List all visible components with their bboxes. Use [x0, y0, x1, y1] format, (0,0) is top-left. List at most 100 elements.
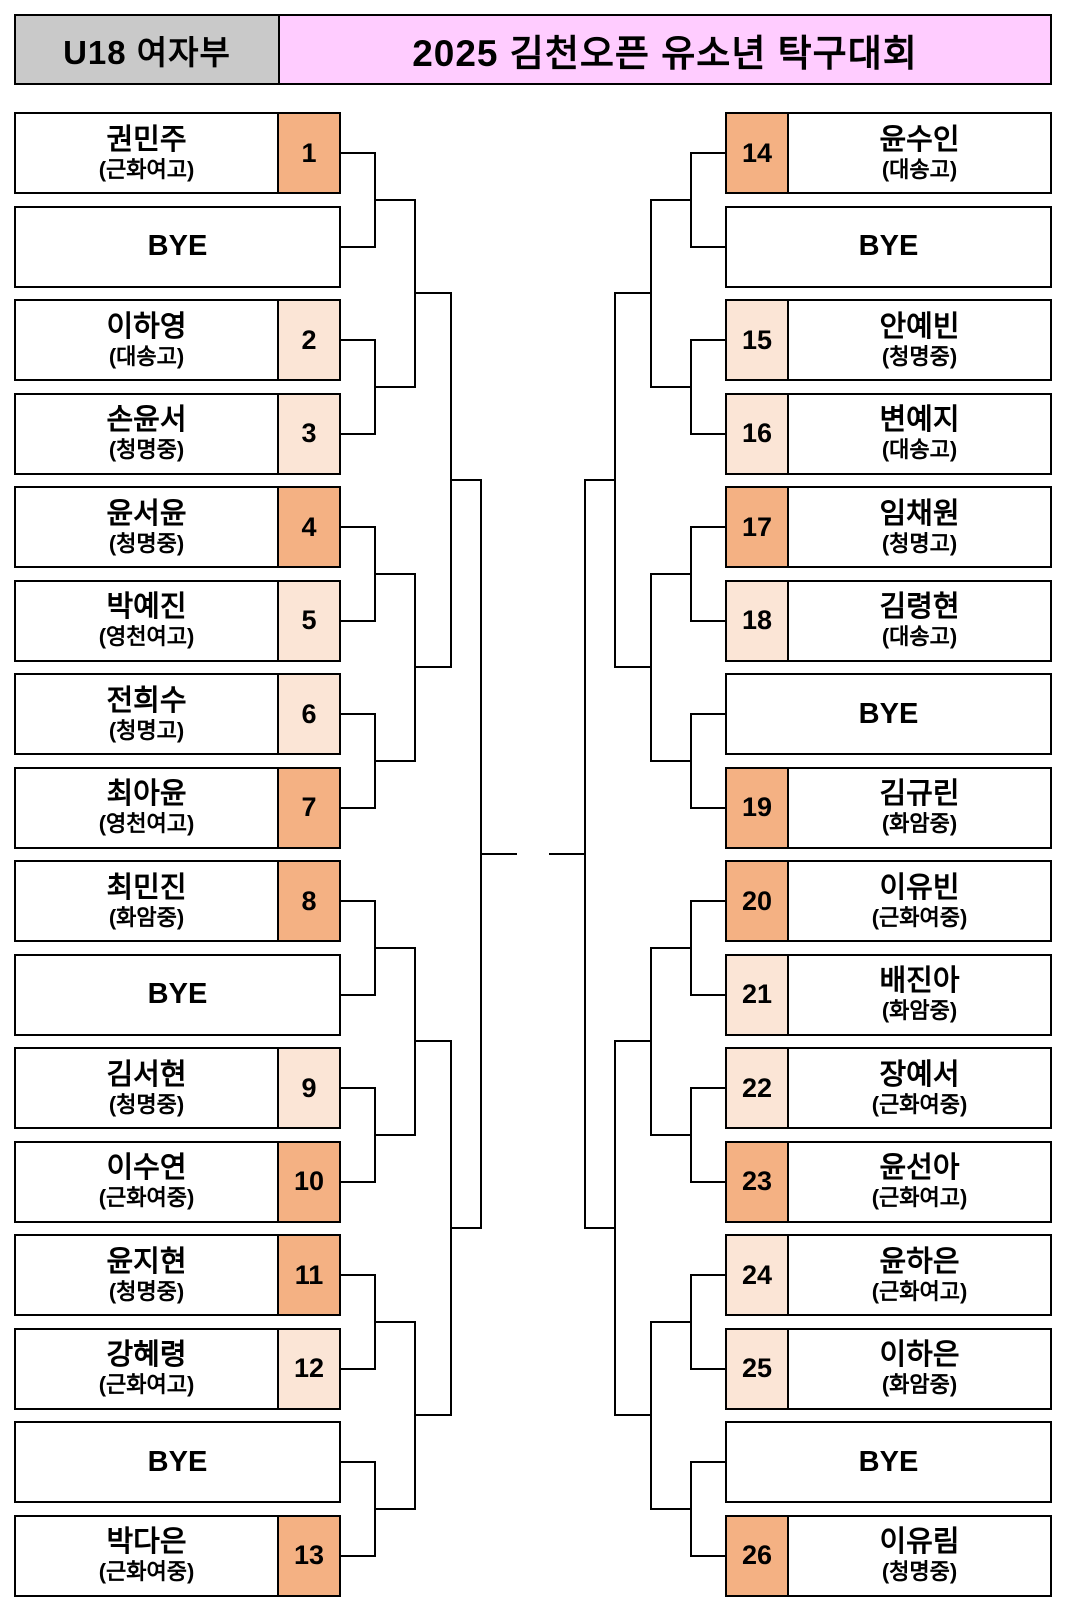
- player-name: 이하영: [106, 310, 187, 343]
- seed-cell: 24: [727, 1236, 789, 1314]
- player-school: (대송고): [881, 156, 958, 182]
- player-school: (청명중): [108, 437, 185, 462]
- seed-cell: 22: [727, 1049, 789, 1127]
- slot-text: 이유림(청명중): [789, 1517, 1050, 1595]
- seed-cell: 11: [277, 1236, 339, 1314]
- player-school: (근화여중): [871, 904, 968, 930]
- seed-cell: 16: [727, 394, 789, 473]
- connector-line: [690, 245, 726, 248]
- seed-cell: 5: [277, 581, 339, 660]
- player-school: (대송고): [108, 343, 185, 369]
- bye-label: BYE: [858, 697, 919, 730]
- connector-line: [374, 1507, 416, 1510]
- slot-text: 윤지현(청명중): [16, 1236, 277, 1314]
- connector-line: [340, 245, 376, 248]
- bye-label: BYE: [147, 1445, 208, 1478]
- seed-cell: 20: [727, 862, 789, 940]
- connector-line: [340, 993, 376, 996]
- player-box: 22 장예서(근화여중): [725, 1047, 1052, 1129]
- connector-line: [690, 1461, 726, 1463]
- seed-cell: 10: [277, 1142, 339, 1221]
- connector-line: [340, 900, 376, 902]
- connector-line: [340, 432, 376, 435]
- slot-text: 윤하은(근화여고): [789, 1236, 1050, 1314]
- seed-cell: 6: [277, 675, 339, 753]
- player-school: (청명중): [108, 1278, 185, 1304]
- player-name: 박예진: [106, 591, 187, 623]
- slot-text: 전희수(청명고): [16, 675, 277, 753]
- connector-line: [340, 1554, 376, 1557]
- bye-box: BYE: [14, 1421, 341, 1503]
- connector-line: [340, 152, 376, 154]
- slot-text: 최민진(화암중): [16, 862, 277, 940]
- seed-cell: 26: [727, 1516, 789, 1595]
- player-school: (영천여고): [98, 624, 195, 649]
- player-name: 윤서윤: [106, 497, 187, 530]
- player-name: 배진아: [879, 965, 960, 997]
- division-label: U18 여자부: [16, 16, 280, 83]
- connector-line: [650, 1320, 692, 1323]
- slot-text: 최아윤(영천여고): [16, 769, 277, 847]
- player-school: (영천여고): [98, 811, 195, 836]
- connector-line: [340, 1180, 376, 1183]
- connector-line: [414, 292, 452, 295]
- slot-text: 배진아(화암중): [789, 956, 1050, 1034]
- slot-text: 이하영(대송고): [16, 301, 277, 379]
- slot-text: 박예진(영천여고): [16, 582, 277, 660]
- connector-line: [690, 1554, 726, 1557]
- connector-line: [690, 619, 726, 622]
- slot-text: BYE: [727, 675, 1050, 753]
- player-name: 강혜령: [106, 1339, 187, 1371]
- connector-line: [374, 572, 416, 575]
- connector-line: [690, 1180, 726, 1183]
- player-name: 이유림: [879, 1526, 960, 1558]
- connector-line: [690, 713, 726, 715]
- slot-text: 강혜령(근화여고): [16, 1330, 277, 1408]
- player-school: (근화여고): [98, 1372, 195, 1397]
- connector-line: [480, 853, 517, 856]
- player-name: 박다은: [106, 1526, 187, 1558]
- seed-cell: 7: [277, 768, 339, 847]
- bye-box: BYE: [14, 953, 341, 1036]
- connector-line: [690, 1367, 726, 1370]
- player-name: 이유빈: [879, 871, 960, 904]
- seed-cell: 17: [727, 488, 789, 566]
- seed-cell: 12: [277, 1329, 339, 1408]
- connector-line: [340, 1461, 376, 1463]
- connector-line: [690, 993, 726, 996]
- connector-line: [414, 1040, 452, 1043]
- player-name: 장예서: [879, 1058, 960, 1091]
- connector-line: [690, 152, 726, 154]
- seed-cell: 3: [277, 394, 339, 473]
- tournament-title: 2025 김천오픈 유소년 탁구대회: [280, 16, 1050, 83]
- connector-line: [414, 1414, 452, 1417]
- player-school: (근화여중): [871, 1091, 968, 1117]
- slot-text: 권민주(근화여고): [16, 114, 277, 192]
- bye-box: BYE: [14, 205, 341, 288]
- connector-line: [614, 1040, 652, 1043]
- player-name: 임채원: [879, 497, 960, 530]
- header: U18 여자부 2025 김천오픈 유소년 탁구대회: [14, 14, 1052, 85]
- seed-cell: 15: [727, 301, 789, 379]
- player-name: 윤선아: [879, 1152, 960, 1184]
- connector-line: [340, 806, 376, 809]
- seed-cell: 13: [277, 1516, 339, 1595]
- connector-line: [584, 479, 616, 482]
- connector-line: [614, 666, 652, 669]
- connector-line: [690, 1274, 726, 1276]
- slot-text: 김서현(청명중): [16, 1049, 277, 1127]
